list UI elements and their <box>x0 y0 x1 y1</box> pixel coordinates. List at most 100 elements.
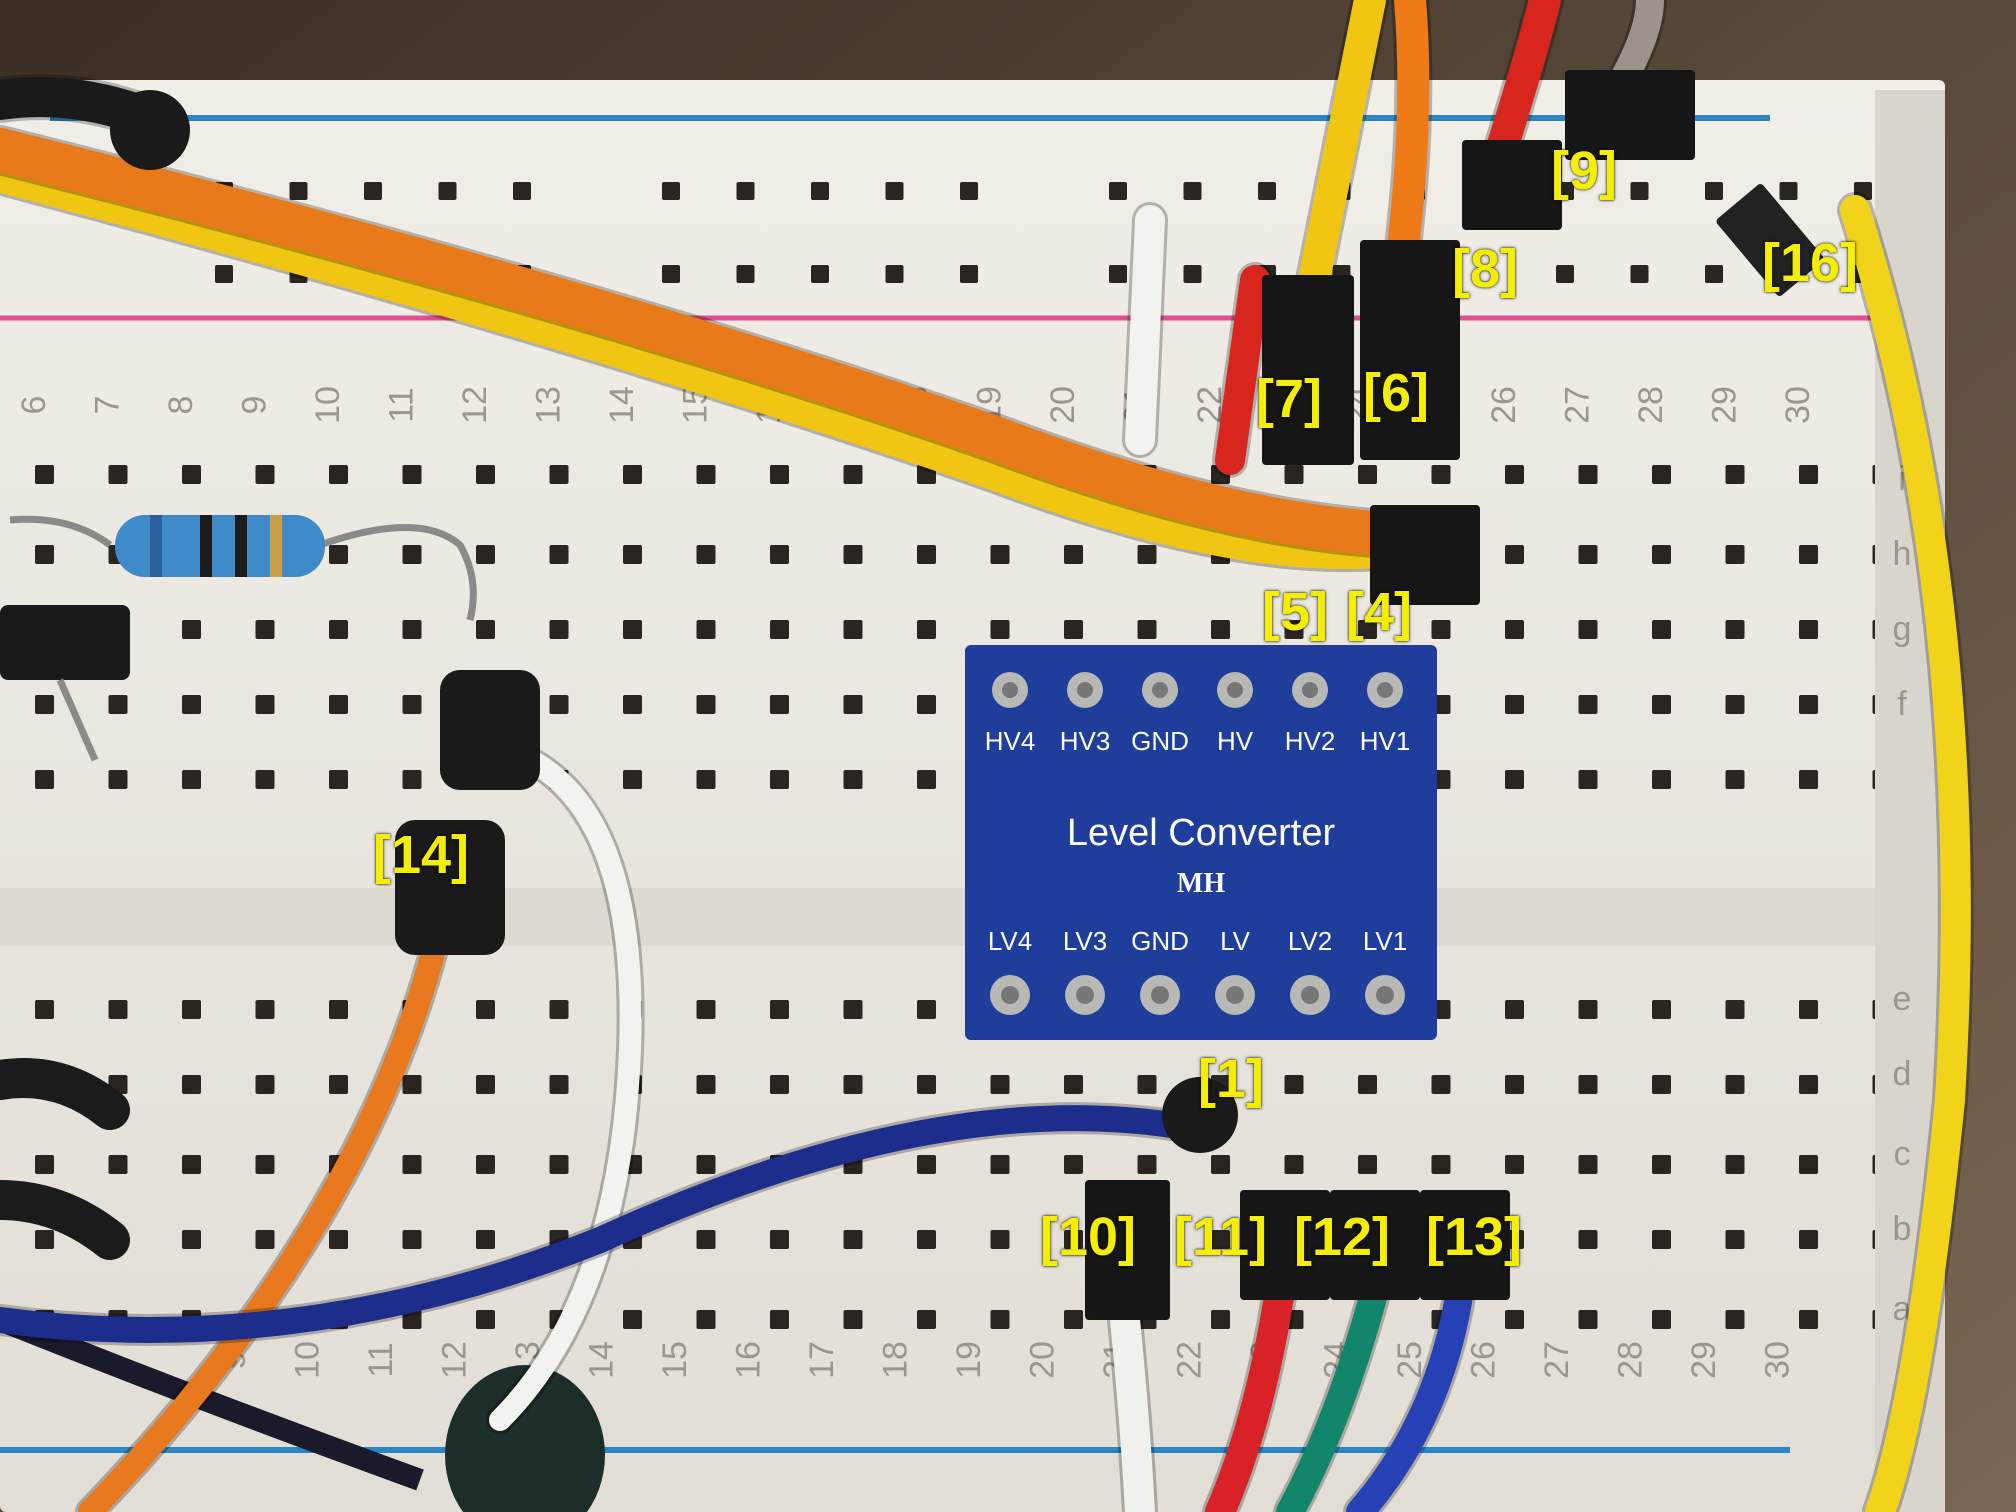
rail-hole <box>438 182 457 200</box>
breadboard-hole <box>1137 1155 1157 1174</box>
red-short-wire <box>1215 265 1270 475</box>
breadboard-hole <box>1358 465 1377 484</box>
breadboard-hole <box>1505 545 1524 564</box>
column-number-bottom: 25 <box>1391 1341 1429 1379</box>
rail-hole <box>960 182 978 200</box>
breadboard-hole <box>182 770 201 789</box>
breadboard-hole <box>1652 1155 1671 1174</box>
callout-1: [1] <box>1198 1049 1264 1109</box>
breadboard-hole <box>1725 620 1745 639</box>
breadboard-hole <box>1725 1310 1745 1329</box>
rail-hole <box>513 182 531 200</box>
rail-hole <box>1779 182 1798 200</box>
column-number-bottom: 14 <box>583 1341 621 1379</box>
header-pin-core <box>1001 986 1019 1004</box>
breadboard-hole <box>35 1000 54 1019</box>
header-pin-core <box>1226 986 1244 1004</box>
resistor-body <box>115 515 325 577</box>
breadboard-hole <box>1578 620 1598 639</box>
callout-7: [7] <box>1256 369 1322 429</box>
breadboard-hole <box>1578 1000 1598 1019</box>
column-number-bottom: 16 <box>730 1341 768 1379</box>
row-letter: d <box>1893 1055 1912 1093</box>
breadboard-hole <box>1064 1230 1083 1249</box>
pin-label: LV2 <box>1288 926 1332 956</box>
breadboard-hole <box>1064 1075 1083 1094</box>
breadboard-hole <box>182 695 201 714</box>
breadboard-hole <box>1578 1155 1598 1174</box>
breadboard-hole <box>696 1000 716 1019</box>
breadboard-hole <box>770 1000 789 1019</box>
breadboard-hole <box>182 1155 201 1174</box>
rail-hole <box>1705 182 1723 200</box>
blue-jumper <box>0 1105 1213 1343</box>
breadboard-hole <box>917 545 936 564</box>
breadboard-hole <box>476 1310 495 1329</box>
dupont-plug-7 <box>1262 275 1354 465</box>
breadboard-hole <box>549 1075 569 1094</box>
breadboard-hole <box>1799 545 1818 564</box>
column-number-top: 14 <box>603 386 641 424</box>
breadboard-hole <box>1211 620 1230 639</box>
header-pin-core <box>1302 682 1318 698</box>
column-number-top: 13 <box>530 386 568 424</box>
white-short-wire <box>1125 205 1165 455</box>
column-number-top: 28 <box>1632 386 1670 424</box>
breadboard-hole <box>1284 465 1304 484</box>
breadboard-hole <box>990 1155 1010 1174</box>
breadboard-hole <box>329 1230 348 1249</box>
breadboard-hole <box>1799 1000 1818 1019</box>
header-pin-core <box>1377 682 1393 698</box>
dupont-plug-8 <box>1462 140 1562 230</box>
breadboard-hole <box>770 1230 789 1249</box>
column-number-top: 8 <box>162 396 200 415</box>
column-number-bottom: 20 <box>1024 1341 1062 1379</box>
breadboard-hole <box>1284 620 1304 639</box>
breadboard-hole <box>1137 545 1157 564</box>
rail-hole <box>215 265 233 283</box>
breadboard-hole <box>35 695 54 714</box>
pin-label: LV4 <box>988 926 1032 956</box>
breadboard-hole <box>1725 695 1745 714</box>
breadboard-hole <box>255 1155 275 1174</box>
breadboard-hole <box>696 1310 716 1329</box>
breadboard-hole <box>1505 770 1524 789</box>
yellow-wire-up <box>1294 0 1386 316</box>
breadboard-hole <box>35 545 54 564</box>
header-pin-core <box>1076 986 1094 1004</box>
column-number-bottom: 28 <box>1612 1341 1650 1379</box>
rail-hole <box>885 182 904 200</box>
blue-wire-bottom <box>1346 1276 1474 1512</box>
header-pin-core <box>1077 682 1093 698</box>
resistor-band <box>150 515 162 577</box>
column-number-top: 9 <box>236 396 274 415</box>
column-number-bottom: 19 <box>950 1341 988 1379</box>
breadboard-hole <box>770 1075 789 1094</box>
breadboard-hole <box>1211 1310 1230 1329</box>
breadboard-hole <box>1578 695 1598 714</box>
breadboard-hole <box>476 545 495 564</box>
breadboard-hole <box>1578 1310 1598 1329</box>
rail-hole <box>1183 182 1202 200</box>
breadboard-hole <box>108 695 128 714</box>
breadboard-hole <box>696 620 716 639</box>
rail-hole <box>1183 265 1202 283</box>
row-letter: g <box>1893 610 1912 648</box>
breadboard-hole <box>182 465 201 484</box>
column-number-bottom: 22 <box>1171 1341 1209 1379</box>
breadboard-hole <box>329 545 348 564</box>
breadboard-hole <box>770 465 789 484</box>
breadboard-hole <box>402 465 422 484</box>
callout-5: [5] <box>1262 582 1328 642</box>
column-number-bottom: 17 <box>803 1341 841 1379</box>
rail-hole <box>662 265 680 283</box>
breadboard-hole <box>1505 1155 1524 1174</box>
dupont-plug-14-top <box>440 670 540 790</box>
orange-wire-up <box>1384 0 1430 286</box>
breadboard-hole <box>182 1075 201 1094</box>
breadboard-hole <box>549 620 569 639</box>
breadboard-hole <box>1725 545 1745 564</box>
breadboard-hole <box>1358 620 1377 639</box>
pin-label: GND <box>1131 726 1189 756</box>
resistor-band <box>235 515 247 577</box>
